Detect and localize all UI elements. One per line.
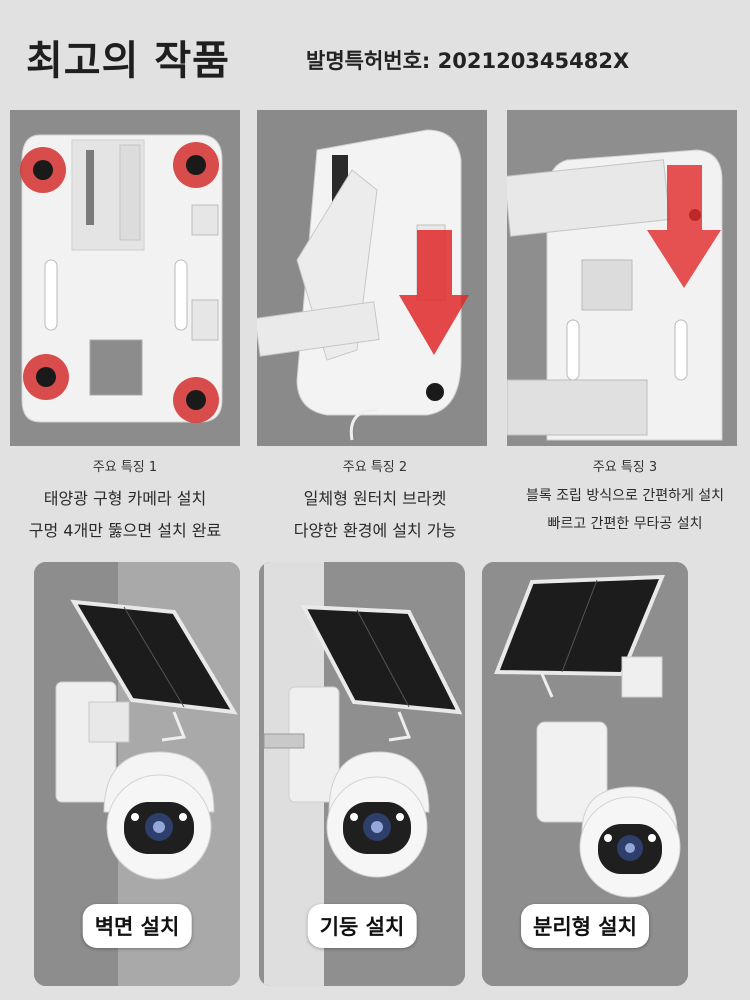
header: 최고의 작품 발명특허번호: 202120345482X bbox=[0, 0, 750, 105]
patent-number: 발명특허번호: 202120345482X bbox=[306, 49, 630, 73]
page-title: 최고의 작품 bbox=[26, 38, 230, 84]
feature-line-2: 다양한 환경에 설치 가능 bbox=[293, 521, 457, 540]
feature-line-1: 일체형 원터치 브라켓 bbox=[303, 489, 447, 508]
feature-label: 주요 특징 1 bbox=[92, 460, 158, 475]
install-card-pole: 기둥 설치 bbox=[259, 562, 465, 986]
feature-caption-2: 주요 특징 2 일체형 원터치 브라켓 다양한 환경에 설치 가능 bbox=[250, 456, 500, 541]
feature-line-2: 구멍 4개만 뚫으면 설치 완료 bbox=[28, 521, 222, 540]
feature-photo-1 bbox=[10, 110, 240, 446]
feature-line-1: 블록 조립 방식으로 간편하게 설치 bbox=[525, 488, 725, 504]
install-label: 분리형 설치 bbox=[521, 904, 649, 948]
feature-line-2: 빠르고 간편한 무타공 설치 bbox=[547, 516, 703, 532]
feature-caption-3: 주요 특징 3 블록 조립 방식으로 간편하게 설치 빠르고 간편한 무타공 설… bbox=[500, 456, 750, 533]
install-card-wall: 벽면 설치 bbox=[34, 562, 240, 986]
feature-label: 주요 특징 2 bbox=[342, 460, 408, 475]
feature-photo-3 bbox=[507, 110, 737, 446]
feature-caption-1: 주요 특징 1 태양광 구형 카메라 설치 구멍 4개만 뚫으면 설치 완료 bbox=[0, 456, 250, 541]
install-card-separate: 분리형 설치 bbox=[482, 562, 688, 986]
feature-label: 주요 특징 3 bbox=[592, 460, 658, 475]
install-label: 기둥 설치 bbox=[307, 904, 417, 948]
feature-line-1: 태양광 구형 카메라 설치 bbox=[43, 489, 207, 508]
install-label: 벽면 설치 bbox=[82, 904, 192, 948]
feature-photo-2 bbox=[257, 110, 487, 446]
